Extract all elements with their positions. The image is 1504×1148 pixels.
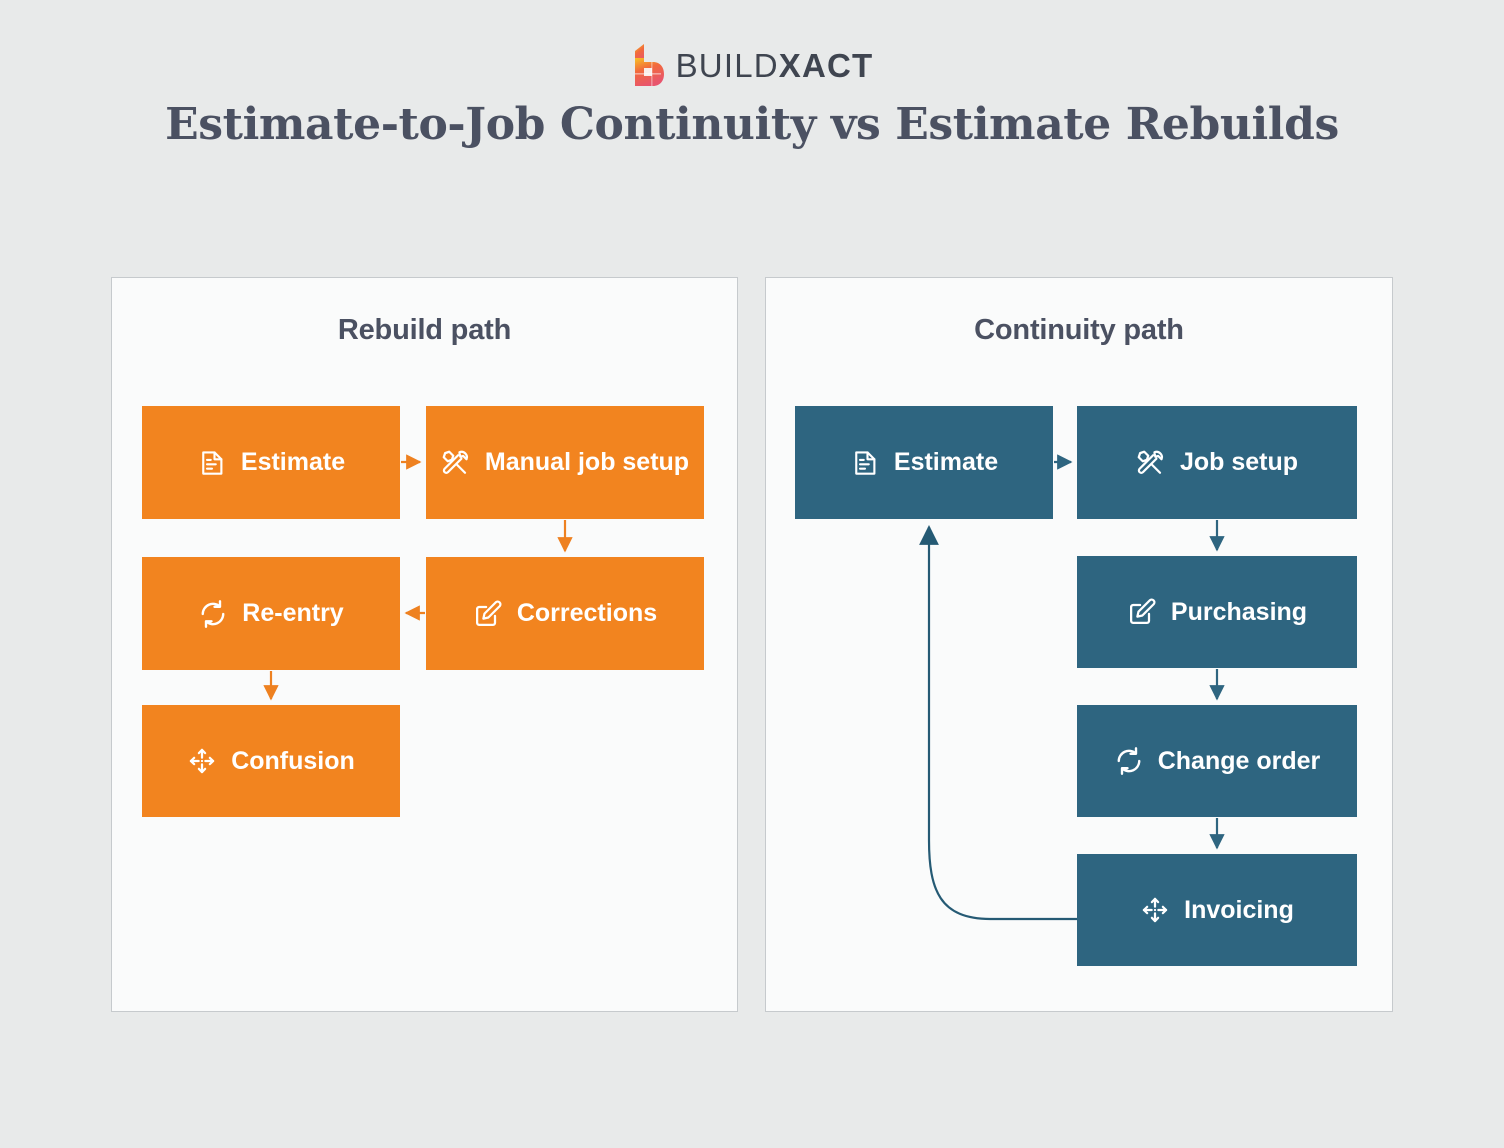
node-label: Corrections: [516, 599, 658, 627]
node-continuity-job-setup[interactable]: Job setup: [1077, 406, 1357, 519]
node-rebuild-confusion[interactable]: Confusion: [142, 705, 400, 817]
node-rebuild-estimate[interactable]: Estimate: [142, 406, 400, 519]
refresh-icon: [198, 599, 228, 629]
node-label: Confusion: [231, 746, 355, 775]
node-rebuild-manual-job-setup[interactable]: Manual job setup: [426, 406, 704, 519]
node-label: Estimate: [893, 448, 999, 476]
panel-title-continuity: Continuity path: [974, 314, 1184, 346]
node-label: Invoicing: [1184, 895, 1294, 924]
tools-icon: [1136, 448, 1166, 478]
node-rebuild-corrections[interactable]: Corrections: [426, 557, 704, 670]
brand-logo: BUILDXACT: [0, 40, 1504, 90]
node-continuity-invoicing[interactable]: Invoicing: [1077, 854, 1357, 966]
buildxact-b-logo-icon: [631, 43, 665, 87]
node-label: Estimate: [240, 448, 346, 476]
brand-wordmark: BUILDXACT: [676, 49, 874, 82]
refresh-icon: [1114, 746, 1144, 776]
pencil-square-icon: [473, 599, 503, 629]
pencil-square-icon: [1127, 597, 1157, 627]
tools-icon: [441, 448, 471, 478]
node-label: Purchasing: [1170, 597, 1308, 626]
node-continuity-change-order[interactable]: Change order: [1077, 705, 1357, 817]
document-icon: [850, 448, 880, 478]
node-continuity-estimate[interactable]: Estimate: [795, 406, 1053, 519]
brand-wordmark-build: BUILD: [675, 46, 779, 84]
node-rebuild-re-entry[interactable]: Re-entry: [142, 557, 400, 670]
arrows-move-icon: [1140, 895, 1170, 925]
panel-title-rebuild: Rebuild path: [337, 314, 512, 346]
node-label: Change order: [1157, 746, 1321, 775]
node-label: Job setup: [1179, 448, 1299, 476]
page-title: Estimate-to-Job Continuity vs Estimate R…: [165, 99, 1339, 150]
node-continuity-purchasing[interactable]: Purchasing: [1077, 556, 1357, 668]
document-icon: [197, 448, 227, 478]
arrows-move-icon: [187, 746, 217, 776]
brand-wordmark-xact: XACT: [778, 46, 874, 84]
node-label: Manual job setup: [484, 448, 690, 476]
node-label: Re-entry: [242, 599, 344, 627]
